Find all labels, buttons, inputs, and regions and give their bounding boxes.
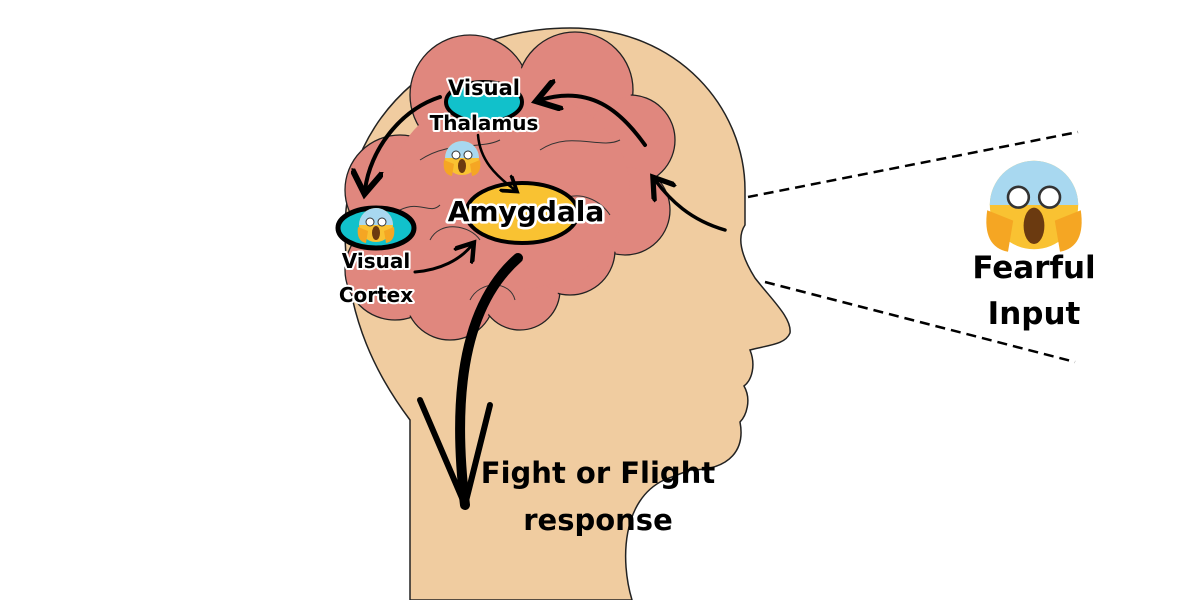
fearful-input-label-line2: Input xyxy=(988,296,1081,332)
vision-line-bottom xyxy=(764,280,1076,364)
vision-line-top xyxy=(747,130,1079,199)
pathway-arrows xyxy=(365,95,727,510)
visual-thalamus-node xyxy=(444,80,524,124)
arrow-thalamus-to-cortex xyxy=(365,95,442,190)
visual-thalamus-label-line1: Visual xyxy=(448,76,520,100)
screaming-face-icon-large xyxy=(985,159,1083,254)
amygdala-label: Amygdala xyxy=(448,195,605,228)
response-label-line1: Fight or Flight xyxy=(481,456,716,490)
arrow-input-to-thalamus xyxy=(655,180,727,232)
visual-cortex-label-line2: Cortex xyxy=(339,283,413,307)
arrow-thalamus-to-amygdala xyxy=(476,133,515,190)
amygdala-node xyxy=(464,181,580,245)
response-label-line2: response xyxy=(523,503,673,537)
arrow-upper-to-thalamus xyxy=(540,96,647,147)
visual-thalamus-label-line2: Thalamus xyxy=(430,111,539,135)
fearful-input-label-line1: Fearful xyxy=(972,250,1095,286)
visual-cortex-label-line1: Visual xyxy=(342,249,410,273)
arrow-amygdala-to-response xyxy=(455,253,523,510)
arrow-cortex-to-amygdala xyxy=(413,245,472,274)
